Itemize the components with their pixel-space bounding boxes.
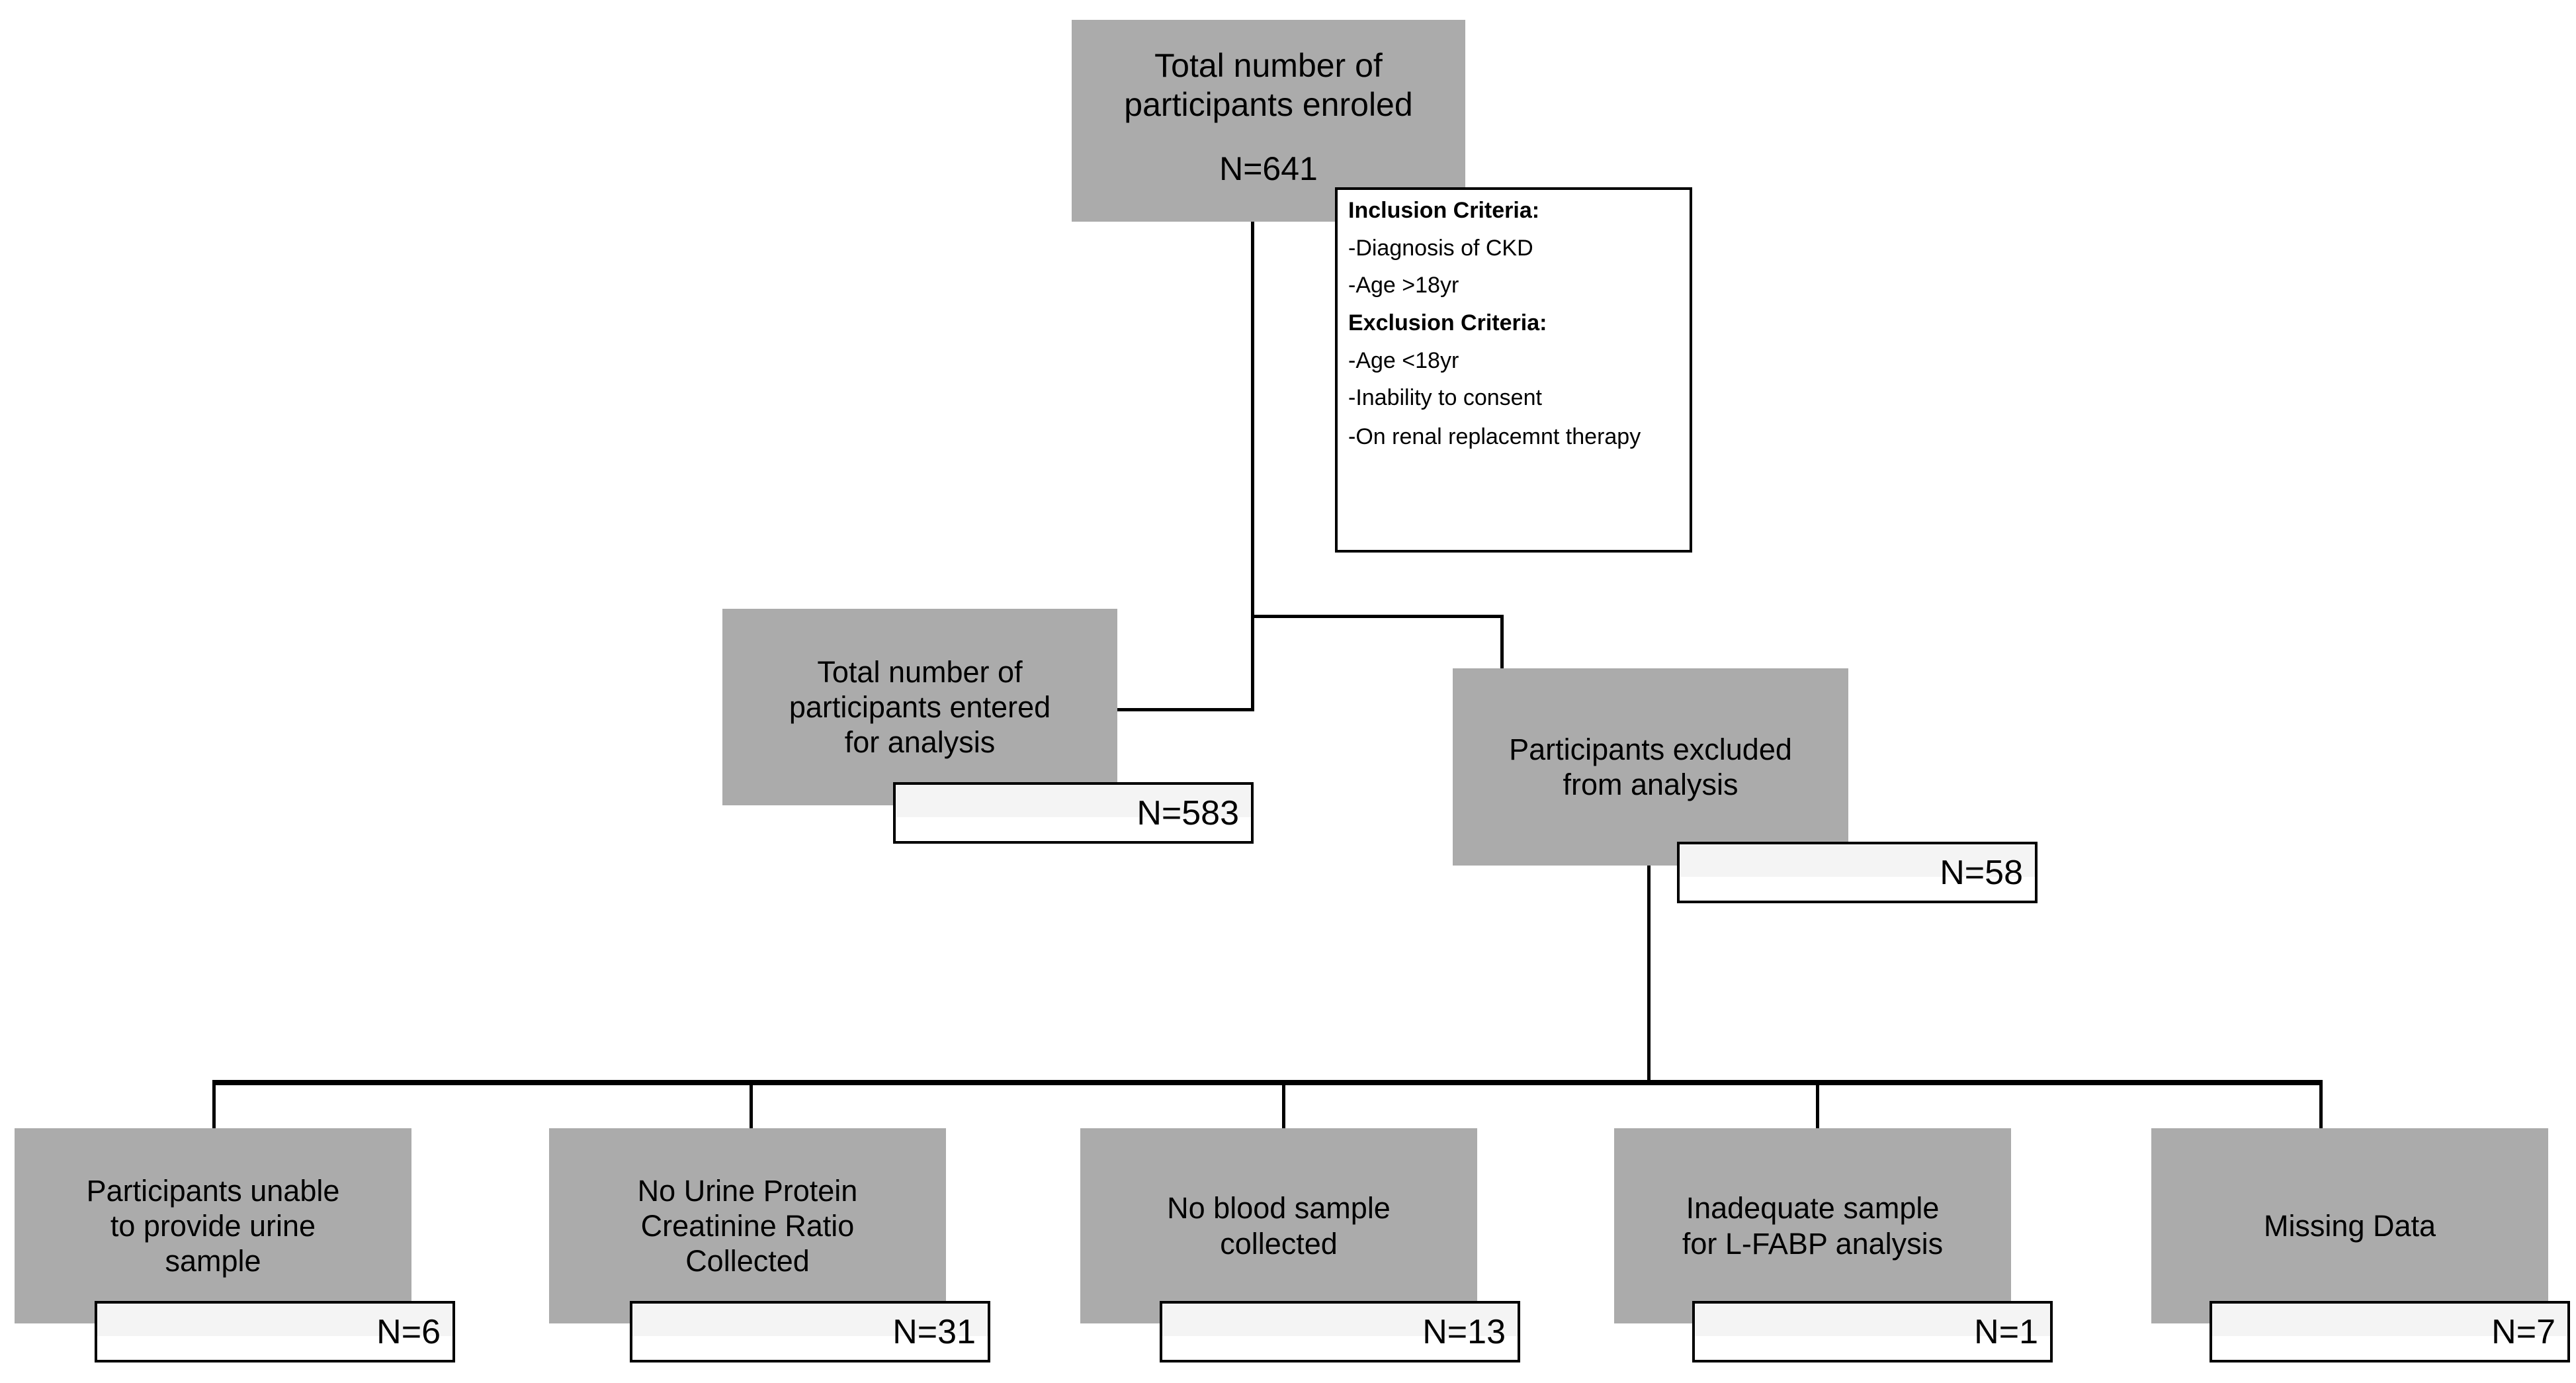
node-excluded: Participants excluded from analysis — [1453, 668, 1848, 866]
connector-enrolled-trunk — [1251, 222, 1254, 711]
value-box-reason-4: N=1 — [1692, 1301, 2053, 1362]
node-reason-1: Participants unable to provide urine sam… — [15, 1128, 411, 1323]
node-reason-4-count: N=1 — [1974, 1312, 2038, 1351]
node-reason-2-label: No Urine Protein Creatinine Ratio Collec… — [637, 1173, 858, 1278]
node-reason-1-label: Participants unable to provide urine sam… — [86, 1173, 340, 1278]
node-excluded-label: Participants excluded from analysis — [1509, 732, 1792, 801]
value-box-shade — [896, 785, 1251, 818]
value-box-shade — [2212, 1304, 2567, 1337]
value-box-shade — [1162, 1304, 1518, 1337]
value-box-reason-5: N=7 — [2210, 1301, 2570, 1362]
connector-excluded-trunk — [1647, 866, 1651, 1083]
connector-drop-reason-3 — [1282, 1080, 1285, 1130]
node-enrolled: Total number of participants enroled N=6… — [1072, 20, 1465, 222]
value-box-reason-3: N=13 — [1160, 1301, 1520, 1362]
value-box-shade — [97, 1304, 452, 1337]
node-enrolled-count: N=641 — [1219, 150, 1318, 187]
inclusion-criteria-heading: Inclusion Criteria: — [1348, 198, 1540, 223]
node-excluded-count: N=58 — [1940, 853, 2023, 892]
value-box-reason-2: N=31 — [630, 1301, 990, 1362]
connector-drop-reason-5 — [2319, 1080, 2323, 1130]
node-reason-4: Inadequate sample for L-FABP analysis — [1614, 1128, 2011, 1323]
node-enrolled-label: Total number of participants enroled — [1124, 47, 1413, 123]
node-reason-3: No blood sample collected — [1080, 1128, 1477, 1323]
value-box-reason-1: N=6 — [95, 1301, 455, 1362]
node-analysed-count: N=583 — [1137, 793, 1239, 832]
value-box-shade — [1695, 1304, 2050, 1337]
inclusion-criteria-item-1: -Diagnosis of CKD — [1348, 235, 1533, 261]
node-reason-1-count: N=6 — [376, 1312, 441, 1351]
node-analysed-label: Total number of participants entered for… — [789, 654, 1051, 760]
node-reason-2-count: N=31 — [892, 1312, 976, 1351]
connector-reason-distributor-bar — [212, 1080, 2323, 1085]
node-reason-5-label: Missing Data — [2263, 1208, 2436, 1243]
node-reason-3-count: N=13 — [1422, 1312, 1506, 1351]
connector-drop-reason-4 — [1816, 1080, 1819, 1130]
node-reason-3-label: No blood sample collected — [1167, 1191, 1391, 1261]
node-reason-5-count: N=7 — [2491, 1312, 2555, 1351]
value-box-excluded: N=58 — [1677, 842, 2038, 903]
node-reason-2: No Urine Protein Creatinine Ratio Collec… — [549, 1128, 946, 1323]
node-reason-5: Missing Data — [2151, 1128, 2548, 1323]
value-box-analysed: N=583 — [893, 782, 1254, 844]
value-box-shade — [1680, 844, 2035, 877]
connector-to-excluded-horizontal — [1251, 615, 1504, 618]
connector-drop-reason-1 — [212, 1080, 216, 1130]
exclusion-criteria-item-3: -On renal replacemnt therapy — [1348, 424, 1641, 450]
inclusion-criteria-item-2: -Age >18yr — [1348, 273, 1459, 298]
connector-to-excluded-vertical — [1500, 615, 1504, 671]
node-reason-4-label: Inadequate sample for L-FABP analysis — [1682, 1191, 1944, 1261]
connector-drop-reason-2 — [750, 1080, 753, 1130]
exclusion-criteria-item-2: -Inability to consent — [1348, 385, 1542, 411]
node-analysed: Total number of participants entered for… — [722, 609, 1117, 805]
criteria-callout: Inclusion Criteria: -Diagnosis of CKD -A… — [1335, 187, 1692, 553]
connector-to-analysed-horizontal — [1105, 708, 1254, 711]
value-box-shade — [632, 1304, 988, 1337]
exclusion-criteria-heading: Exclusion Criteria: — [1348, 310, 1547, 336]
exclusion-criteria-item-1: -Age <18yr — [1348, 347, 1459, 373]
